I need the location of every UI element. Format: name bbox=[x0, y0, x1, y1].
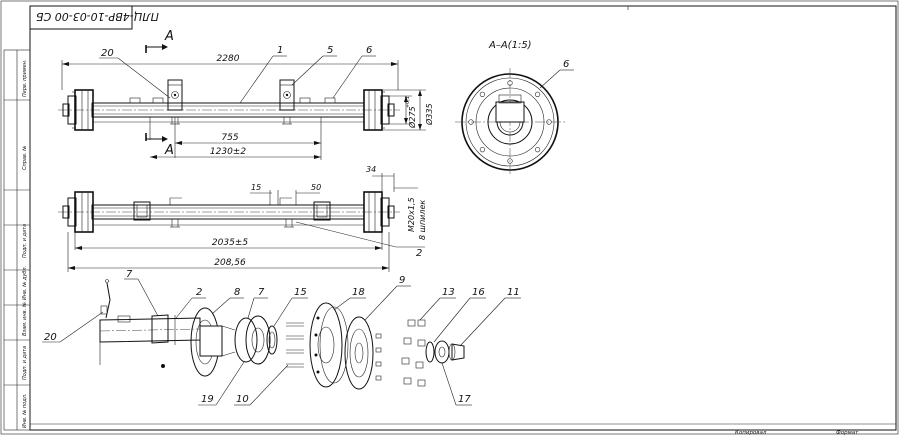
axle-front-view bbox=[58, 191, 400, 233]
balloon-e20: 20 bbox=[44, 332, 57, 343]
section-mark: А А bbox=[145, 29, 174, 158]
dim-1230: 1230±2 bbox=[210, 147, 246, 157]
dim-34: 34 bbox=[366, 165, 376, 174]
axle-top-view bbox=[58, 79, 400, 160]
dim-stud: М20х1,5 bbox=[407, 197, 416, 232]
balloon-5: 5 bbox=[327, 45, 333, 56]
dim-275-tol: +0,1 bbox=[405, 96, 411, 108]
balloon-e15: 15 bbox=[294, 287, 307, 298]
balloon-e18: 18 bbox=[352, 287, 365, 298]
dim-15: 15 bbox=[251, 183, 261, 192]
balloon-e17: 17 bbox=[458, 394, 471, 405]
exploded-balloons: 7 2 8 7 15 18 9 13 16 11 20 19 bbox=[42, 269, 521, 406]
balloon-e10: 10 bbox=[236, 394, 249, 405]
dim-50: 50 bbox=[311, 183, 321, 192]
drawing-designation: ПЛЦ-4ВР-10-03-00 СБ bbox=[36, 10, 159, 23]
section-title: А–А(1:5) bbox=[488, 40, 532, 51]
stamp-label-6: Инв. № подл. bbox=[22, 394, 28, 429]
top-dimensions: 2280 755 1230±2 Ø275 +0,1 Ø335 bbox=[61, 54, 434, 159]
dim-stud-count: 8 шпилек bbox=[418, 200, 427, 240]
side-stamp: Перв. примен. Справ. № Подп. и дата Инв.… bbox=[3, 49, 31, 431]
front-dimensions: 15 50 34 М20х1,5 8 шпилек 2035±5 208,56 … bbox=[67, 165, 427, 272]
balloon-6-section: 6 bbox=[563, 59, 569, 70]
stamp-label-0: Перв. примен. bbox=[22, 59, 28, 97]
balloon-e8: 8 bbox=[234, 287, 240, 298]
balloon-2-front: 2 bbox=[416, 248, 422, 259]
dim-275: Ø275 bbox=[407, 106, 417, 129]
section-letter-bottom: А bbox=[164, 143, 174, 158]
exploded-view bbox=[99, 279, 465, 390]
balloon-e19: 19 bbox=[201, 394, 214, 405]
balloon-e7a: 7 bbox=[126, 269, 133, 280]
dim-335: Ø335 bbox=[424, 103, 434, 126]
footer-format: Формат bbox=[836, 430, 859, 436]
balloon-e11: 11 bbox=[507, 287, 520, 298]
stamp-label-3: Инв. № дубл. bbox=[22, 266, 28, 300]
stamp-label-4: Взам. инв. № bbox=[22, 302, 28, 336]
stamp-label-2: Подп. и дата bbox=[22, 224, 28, 258]
section-view: А–А(1:5) 6 bbox=[455, 40, 574, 176]
balloon-20: 20 bbox=[101, 48, 114, 59]
stamp-label-5: Подп. и дата bbox=[22, 346, 28, 380]
stamp-label-1: Справ. № bbox=[22, 146, 28, 170]
dim-2280: 2280 bbox=[217, 54, 240, 64]
footer-copied: Копировал bbox=[735, 430, 767, 436]
balloon-e2: 2 bbox=[196, 287, 202, 298]
balloon-6: 6 bbox=[366, 45, 372, 56]
balloon-e9: 9 bbox=[399, 275, 405, 286]
dim-755: 755 bbox=[221, 133, 238, 143]
balloon-e16: 16 bbox=[472, 287, 485, 298]
dim-2035: 2035±5 bbox=[212, 238, 248, 248]
top-balloons: 20 1 5 6 bbox=[99, 45, 376, 104]
balloon-e13: 13 bbox=[442, 287, 455, 298]
dim-208: 208,56 bbox=[214, 258, 246, 268]
balloon-1: 1 bbox=[277, 45, 283, 56]
section-letter-top: А bbox=[164, 29, 174, 44]
balloon-e7b: 7 bbox=[258, 287, 265, 298]
